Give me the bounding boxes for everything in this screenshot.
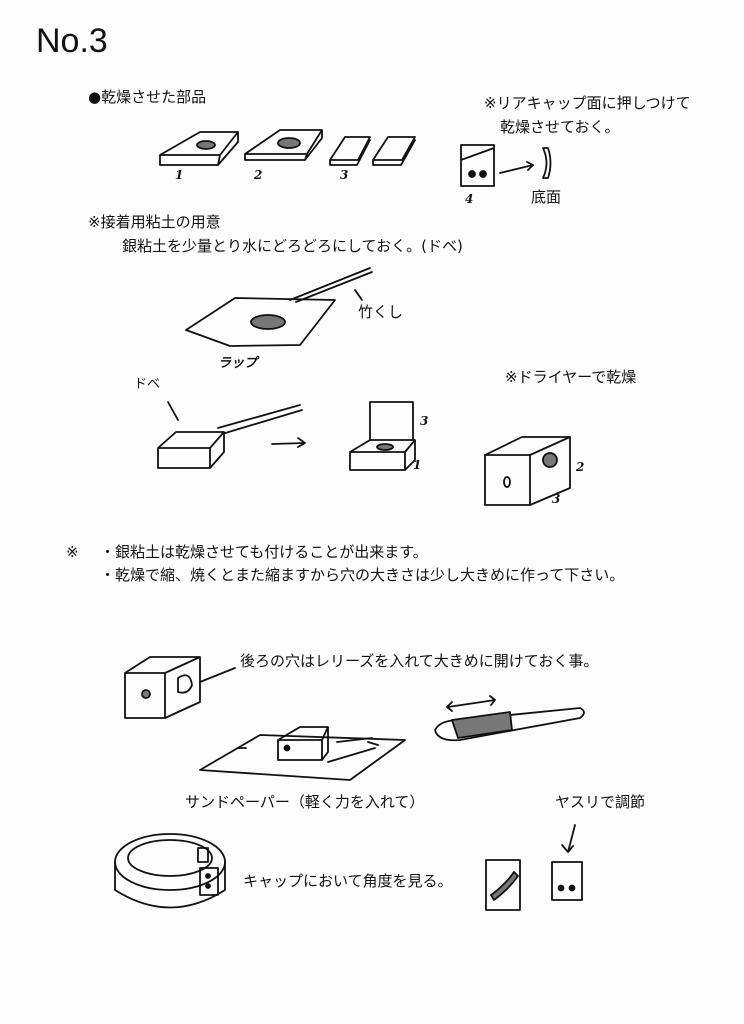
file-tool-sketch	[434, 695, 585, 742]
rear-cap-note-line-1: ※リアキャップ面に押しつけて	[484, 94, 691, 112]
wrap-clay-sketch	[185, 267, 373, 347]
bamboo-skewer-label: 竹くし	[358, 303, 404, 321]
rear-hole-note: 後ろの穴はレリーズを入れて大きめに開けておく事。	[240, 652, 599, 670]
note-line-1: ・銀粘土は乾燥させても付けることが出来ます。	[100, 543, 428, 561]
part-label-1: 1	[175, 168, 184, 182]
assembly-label-2: 2	[576, 460, 585, 474]
part-4-sketch	[460, 144, 552, 187]
assembly-label-3b: 3	[552, 492, 561, 506]
bottom-face-label: 底面	[531, 188, 562, 206]
rear-cap-note-line-2: 乾燥させておく。	[500, 118, 620, 136]
wrap-label: ラップ	[218, 356, 258, 371]
clay-heading: ※接着用粘土の用意	[88, 213, 221, 231]
assembly-label-3: 3	[420, 414, 429, 428]
dried-box-sketch	[484, 436, 571, 506]
dobe-label: ドベ	[134, 377, 161, 392]
part-label-4: 4	[465, 192, 474, 206]
part-label-3: 3	[340, 168, 349, 182]
note-mark: ※	[66, 543, 79, 561]
part-2-sketch	[244, 129, 323, 161]
clay-text: 銀粘土を少量とり水にどろどろにしておく。(ドベ)	[122, 237, 463, 255]
cap-view-sketch	[485, 859, 521, 911]
file-adjust-label: ヤスリで調節	[555, 793, 646, 811]
dobe-apply-sketch	[157, 401, 306, 469]
dried-parts-heading: ●乾燥させた部品	[88, 88, 207, 106]
part-label-2: 2	[254, 168, 263, 182]
page-title: No.3	[36, 22, 108, 60]
part-3-sketch	[329, 136, 416, 166]
dryer-note: ※ドライヤーで乾燥	[505, 368, 637, 386]
note-line-2: ・乾燥で縮、焼くとまた縮ますから穴の大きさは少し大きめに作って下さい。	[100, 566, 625, 584]
rear-hole-box-sketch	[124, 656, 236, 719]
cap-check-label: キャップにおいて角度を見る。	[243, 872, 453, 890]
assembly-label-1: 1	[413, 458, 422, 472]
cap-sketch	[114, 833, 226, 909]
assembled-box-sketch	[349, 401, 416, 471]
file-adjust-sketch	[551, 824, 583, 901]
sanding-sketch	[199, 726, 406, 781]
part-1-sketch	[159, 131, 239, 166]
sandpaper-label: サンドペーパー（軽く力を入れて）	[185, 793, 425, 811]
